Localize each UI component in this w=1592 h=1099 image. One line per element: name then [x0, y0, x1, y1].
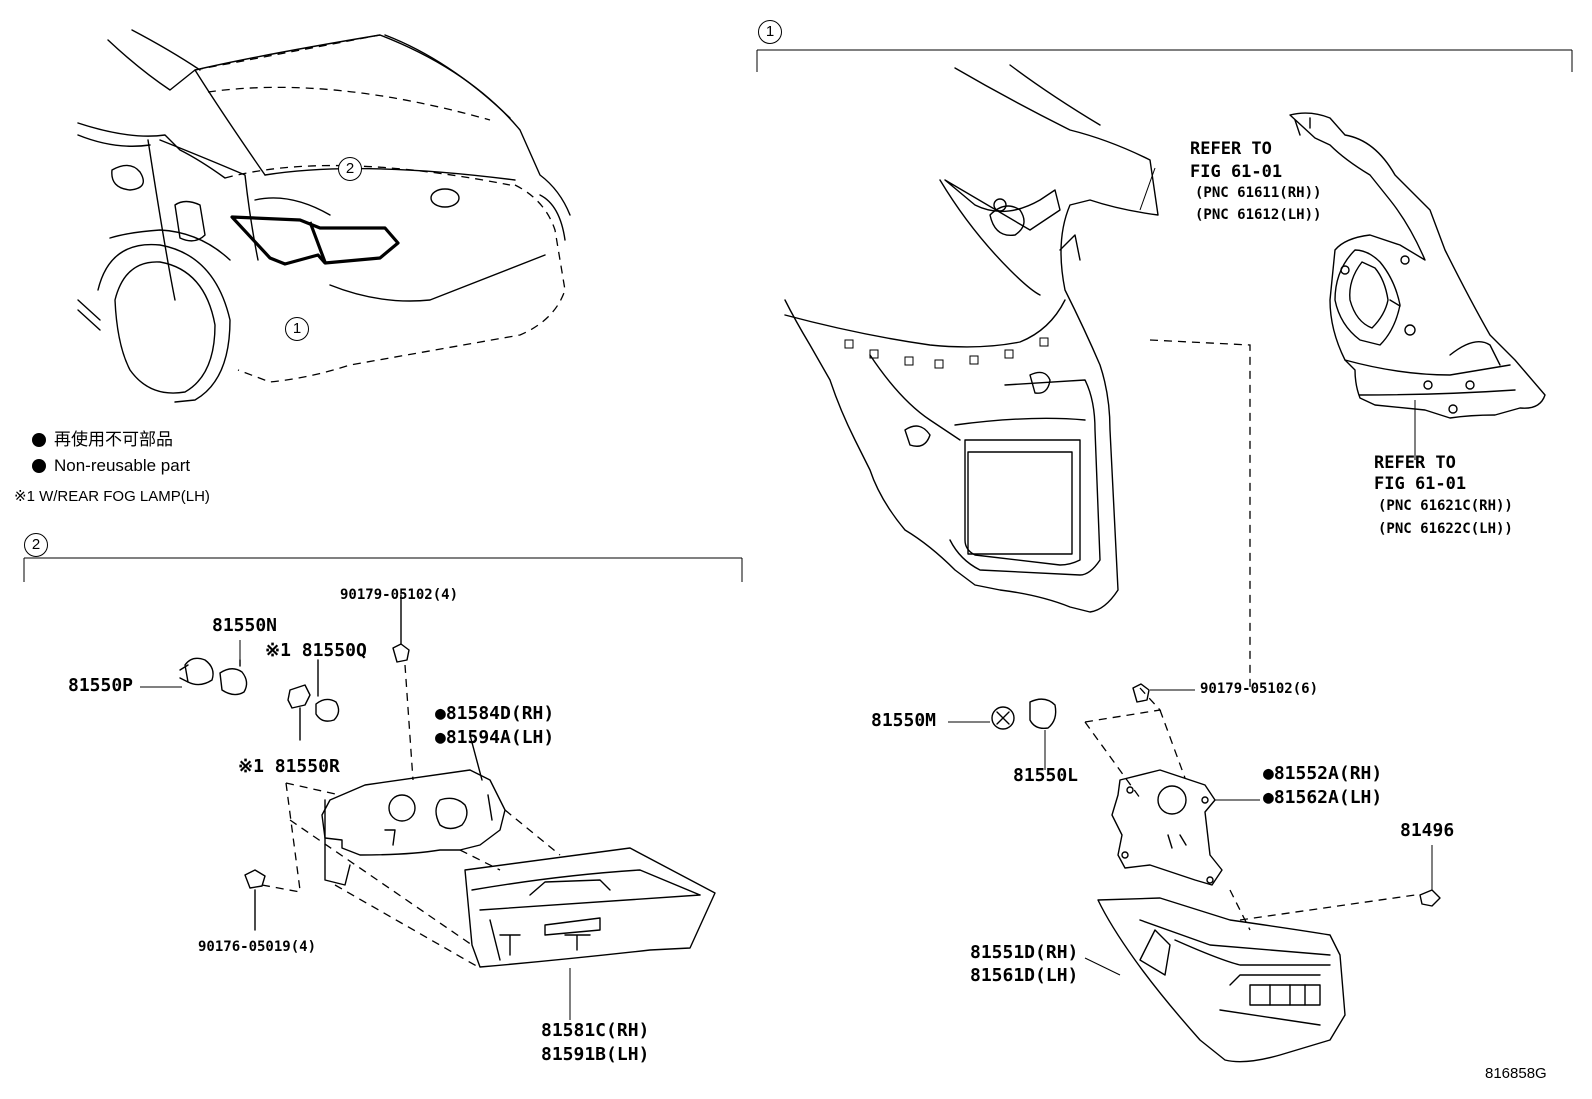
part-81550M: 81550M [871, 710, 937, 731]
refer-lower-line1: REFER TO [1374, 453, 1456, 473]
refer-lower-pnc2: (PNC 61622C(LH)) [1378, 521, 1513, 537]
part-81550N: 81550N [212, 615, 278, 636]
part-81561D-lh: 81561D(LH) [970, 965, 1079, 986]
callout-2-car: 2 [338, 157, 362, 181]
legend-jp: 再使用不可部品 [54, 430, 173, 449]
section-2-components [140, 594, 716, 1020]
part-90179-05102-6: 90179-05102(6) [1200, 681, 1319, 697]
section-1-bracket [756, 49, 1573, 72]
part-90176-05019-4: 90176-05019(4) [198, 939, 317, 955]
refer-lower-pnc1: (PNC 61621C(RH)) [1378, 498, 1513, 514]
part-81496: 81496 [1400, 820, 1455, 841]
part-81552A-rh: ●81552A(RH) [1263, 763, 1383, 784]
part-81550R: ※1 81550R [238, 756, 340, 777]
part-81562A-lh: ●81562A(LH) [1263, 787, 1383, 808]
legend-non-reusable: Non-reusable part [54, 456, 191, 475]
legend-note-fog-lamp: ※1 W/REAR FOG LAMP(LH) [14, 488, 210, 505]
legend-dots [32, 433, 46, 473]
section-2-bracket [23, 557, 743, 582]
figure-id: 816858G [1485, 1065, 1547, 1082]
car-rear-view [77, 29, 571, 403]
quarter-panel-drawing [784, 64, 1159, 613]
callout-1-section: 1 [758, 20, 782, 44]
part-81591B-lh: 81591B(LH) [541, 1044, 650, 1065]
part-81551D-rh: 81551D(RH) [970, 942, 1079, 963]
callout-2-section: 2 [24, 533, 48, 557]
part-81581C-rh: 81581C(RH) [541, 1020, 650, 1041]
refer-upper-pnc1: (PNC 61611(RH)) [1195, 185, 1322, 201]
callout-1-car: 1 [285, 317, 309, 341]
part-81550Q: ※1 81550Q [265, 640, 367, 661]
section-1-components [948, 167, 1441, 1063]
part-81584D-rh: ●81584D(RH) [435, 703, 555, 724]
part-81550L: 81550L [1013, 765, 1079, 786]
refer-lower-line2: FIG 61-01 [1374, 474, 1467, 494]
refer-upper-line2: FIG 61-01 [1190, 162, 1283, 182]
inner-panel-drawing [1289, 112, 1546, 419]
part-81550P: 81550P [68, 675, 134, 696]
refer-upper-pnc2: (PNC 61612(LH)) [1195, 207, 1322, 223]
part-81594A-lh: ●81594A(LH) [435, 727, 555, 748]
refer-upper-line1: REFER TO [1190, 139, 1272, 159]
part-90179-05102-4: 90179-05102(4) [340, 587, 459, 603]
